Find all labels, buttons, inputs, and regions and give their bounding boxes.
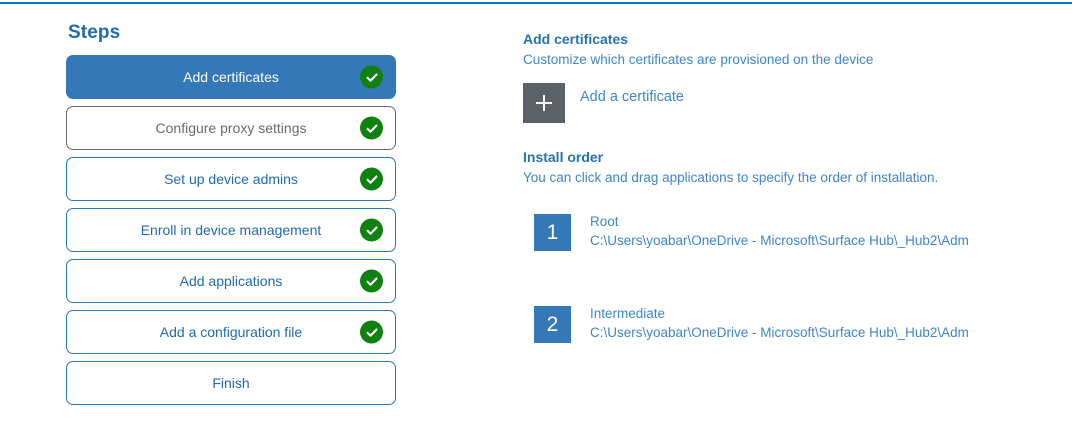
step-label: Add applications bbox=[179, 273, 283, 289]
step-button-6[interactable]: Finish bbox=[66, 361, 396, 405]
install-order-item-path: C:\Users\yoabar\OneDrive - Microsoft\Sur… bbox=[590, 325, 969, 340]
step-label: Enroll in device management bbox=[140, 222, 322, 238]
step-label: Add certificates bbox=[183, 69, 279, 85]
install-order-title: Install order bbox=[523, 149, 604, 165]
steps-title: Steps bbox=[68, 22, 121, 43]
step-complete-check-icon bbox=[360, 218, 383, 242]
install-order-subtitle: You can click and drag applications to s… bbox=[523, 170, 939, 185]
step-button-1[interactable]: Configure proxy settings bbox=[66, 106, 396, 150]
step-label: Add a configuration file bbox=[159, 324, 303, 340]
step-button-4[interactable]: Add applications bbox=[66, 259, 396, 303]
install-order-item-name: Root bbox=[590, 214, 619, 229]
step-button-5[interactable]: Add a configuration file bbox=[66, 310, 396, 354]
step-complete-check-icon bbox=[360, 65, 383, 89]
install-order-item-path: C:\Users\yoabar\OneDrive - Microsoft\Sur… bbox=[590, 233, 969, 248]
step-label: Set up device admins bbox=[164, 171, 298, 187]
detail-panel: Add certificates Customize which certifi… bbox=[523, 30, 1018, 343]
step-button-2[interactable]: Set up device admins bbox=[66, 157, 396, 201]
install-order-number-badge: 2 bbox=[534, 306, 571, 343]
detail-subtitle: Customize which certificates are provisi… bbox=[523, 52, 874, 67]
add-certificate-label[interactable]: Add a certificate bbox=[580, 89, 684, 105]
step-label: Configure proxy settings bbox=[155, 120, 307, 136]
plus-icon bbox=[533, 92, 555, 114]
step-complete-check-icon bbox=[360, 167, 383, 191]
step-complete-check-icon bbox=[360, 269, 383, 293]
detail-title: Add certificates bbox=[523, 31, 629, 47]
install-order-section: Install order You can click and drag app… bbox=[523, 148, 1018, 343]
top-accent-rule bbox=[0, 2, 1072, 4]
step-button-3[interactable]: Enroll in device management bbox=[66, 208, 396, 252]
install-order-item-name: Intermediate bbox=[590, 306, 666, 321]
step-complete-check-icon bbox=[360, 116, 383, 140]
add-certificate-row: Add a certificate bbox=[523, 83, 1018, 123]
install-order-number-badge: 1 bbox=[534, 214, 571, 251]
step-button-0[interactable]: Add certificates bbox=[66, 55, 396, 99]
step-complete-check-icon bbox=[360, 320, 383, 344]
add-certificate-button[interactable] bbox=[523, 83, 565, 123]
step-label: Finish bbox=[212, 375, 250, 391]
